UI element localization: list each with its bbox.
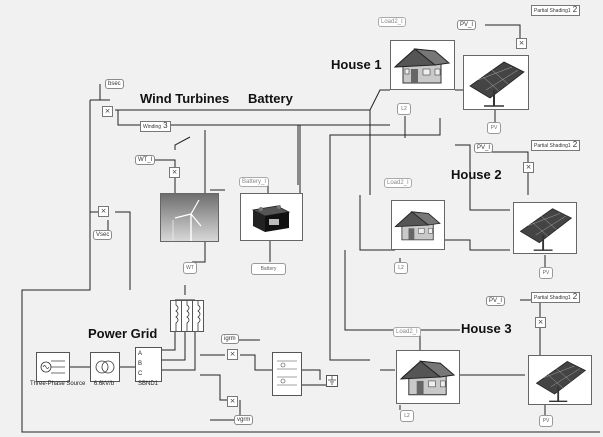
inductor-icon bbox=[193, 301, 203, 331]
house-icon bbox=[391, 41, 454, 89]
product-block[interactable]: × bbox=[98, 206, 109, 217]
product-block[interactable]: × bbox=[516, 38, 527, 49]
bus-port-a: A bbox=[138, 351, 142, 358]
l2-outport[interactable]: L2 bbox=[394, 262, 408, 274]
product-block[interactable]: × bbox=[102, 106, 113, 117]
igrm-output-tag[interactable]: igrm bbox=[221, 334, 239, 344]
transformer-block[interactable] bbox=[90, 352, 120, 382]
house-icon bbox=[397, 351, 459, 403]
bus-caption: SBND1 bbox=[130, 381, 166, 388]
wt-outport[interactable]: WT bbox=[183, 262, 197, 274]
transformer-icon bbox=[91, 353, 119, 381]
product-block[interactable]: × bbox=[227, 396, 238, 407]
pv-array-1-block[interactable] bbox=[463, 55, 529, 110]
inductor-icon bbox=[182, 301, 192, 331]
gain-label: Partial Shading1 bbox=[534, 143, 571, 149]
pv-array-3-block[interactable] bbox=[528, 355, 592, 405]
power-grid-label: Power Grid bbox=[88, 326, 157, 341]
inductor-icon bbox=[171, 301, 181, 331]
pv-input-tag[interactable]: PV_I bbox=[457, 20, 476, 30]
house-2-block[interactable] bbox=[391, 200, 445, 250]
load2-input-tag[interactable]: Load2_I bbox=[393, 327, 421, 337]
bus-measurement-block[interactable]: A B C bbox=[135, 347, 162, 382]
house-1-label: House 1 bbox=[331, 57, 382, 72]
wind-turbine-icon bbox=[161, 194, 218, 241]
house-1-block[interactable] bbox=[390, 40, 455, 90]
product-block[interactable]: × bbox=[227, 349, 238, 360]
gain-value: 2 bbox=[573, 292, 577, 301]
pv-outport[interactable]: PV bbox=[487, 122, 501, 134]
l2-outport[interactable]: L2 bbox=[400, 410, 414, 422]
transformer-caption: 6.6kV/b bbox=[86, 381, 122, 388]
load2-input-tag[interactable]: Load2_I bbox=[384, 178, 412, 188]
bus-port-c: C bbox=[138, 371, 142, 378]
solar-panel-icon bbox=[514, 203, 576, 253]
battery-input-tag[interactable]: Battery_I bbox=[239, 177, 269, 187]
source-caption: Three-Phase Source bbox=[30, 381, 74, 388]
pv-input-tag[interactable]: PV_I bbox=[486, 296, 505, 306]
measurement-icon bbox=[273, 353, 301, 395]
battery-outport[interactable]: Battery bbox=[251, 263, 286, 275]
gain-value: 2 bbox=[573, 140, 577, 149]
house-icon bbox=[392, 201, 444, 249]
pv-array-2-block[interactable] bbox=[513, 202, 577, 254]
ac-source-icon bbox=[37, 353, 69, 381]
battery-block[interactable] bbox=[240, 193, 303, 241]
rlc-load-c[interactable] bbox=[192, 300, 204, 332]
ground-icon bbox=[327, 376, 337, 386]
vsec-output-tag[interactable]: Vsec bbox=[93, 230, 112, 240]
wind-turbine-block[interactable] bbox=[160, 193, 219, 242]
solar-panel-icon bbox=[464, 56, 528, 109]
bus-port-b: B bbox=[138, 361, 142, 368]
measurement-block[interactable] bbox=[272, 352, 302, 396]
pv-input-tag[interactable]: PV_I bbox=[474, 143, 493, 153]
battery-icon bbox=[241, 194, 302, 240]
product-block[interactable]: × bbox=[523, 162, 534, 173]
wind-turbines-label: Wind Turbines bbox=[140, 91, 229, 106]
l2-outport[interactable]: L2 bbox=[397, 103, 411, 115]
pv-outport[interactable]: PV bbox=[539, 267, 553, 279]
product-block[interactable]: × bbox=[535, 317, 546, 328]
wt-input-tag[interactable]: WT_I bbox=[135, 155, 155, 165]
bsec-output-tag[interactable]: bsec bbox=[105, 79, 124, 89]
product-block[interactable]: × bbox=[169, 167, 180, 178]
gain-value: 3 bbox=[163, 121, 167, 130]
gain-label: Partial Shading1 bbox=[534, 295, 571, 301]
vgrm-output-tag[interactable]: vgrm bbox=[234, 415, 253, 425]
gain-value: 2 bbox=[573, 5, 577, 14]
gain-label: Winding bbox=[143, 124, 161, 130]
house-3-block[interactable] bbox=[396, 350, 460, 404]
house-2-label: House 2 bbox=[451, 167, 502, 182]
gain-label: Partial Shading1 bbox=[534, 8, 571, 14]
battery-label: Battery bbox=[248, 91, 293, 106]
house-3-label: House 3 bbox=[461, 321, 512, 336]
solar-panel-icon bbox=[529, 356, 591, 404]
load2-input-tag[interactable]: Load2_I bbox=[378, 17, 406, 27]
ground-block[interactable] bbox=[326, 375, 338, 387]
three-phase-source-block[interactable] bbox=[36, 352, 70, 382]
pv-outport[interactable]: PV bbox=[539, 415, 553, 427]
